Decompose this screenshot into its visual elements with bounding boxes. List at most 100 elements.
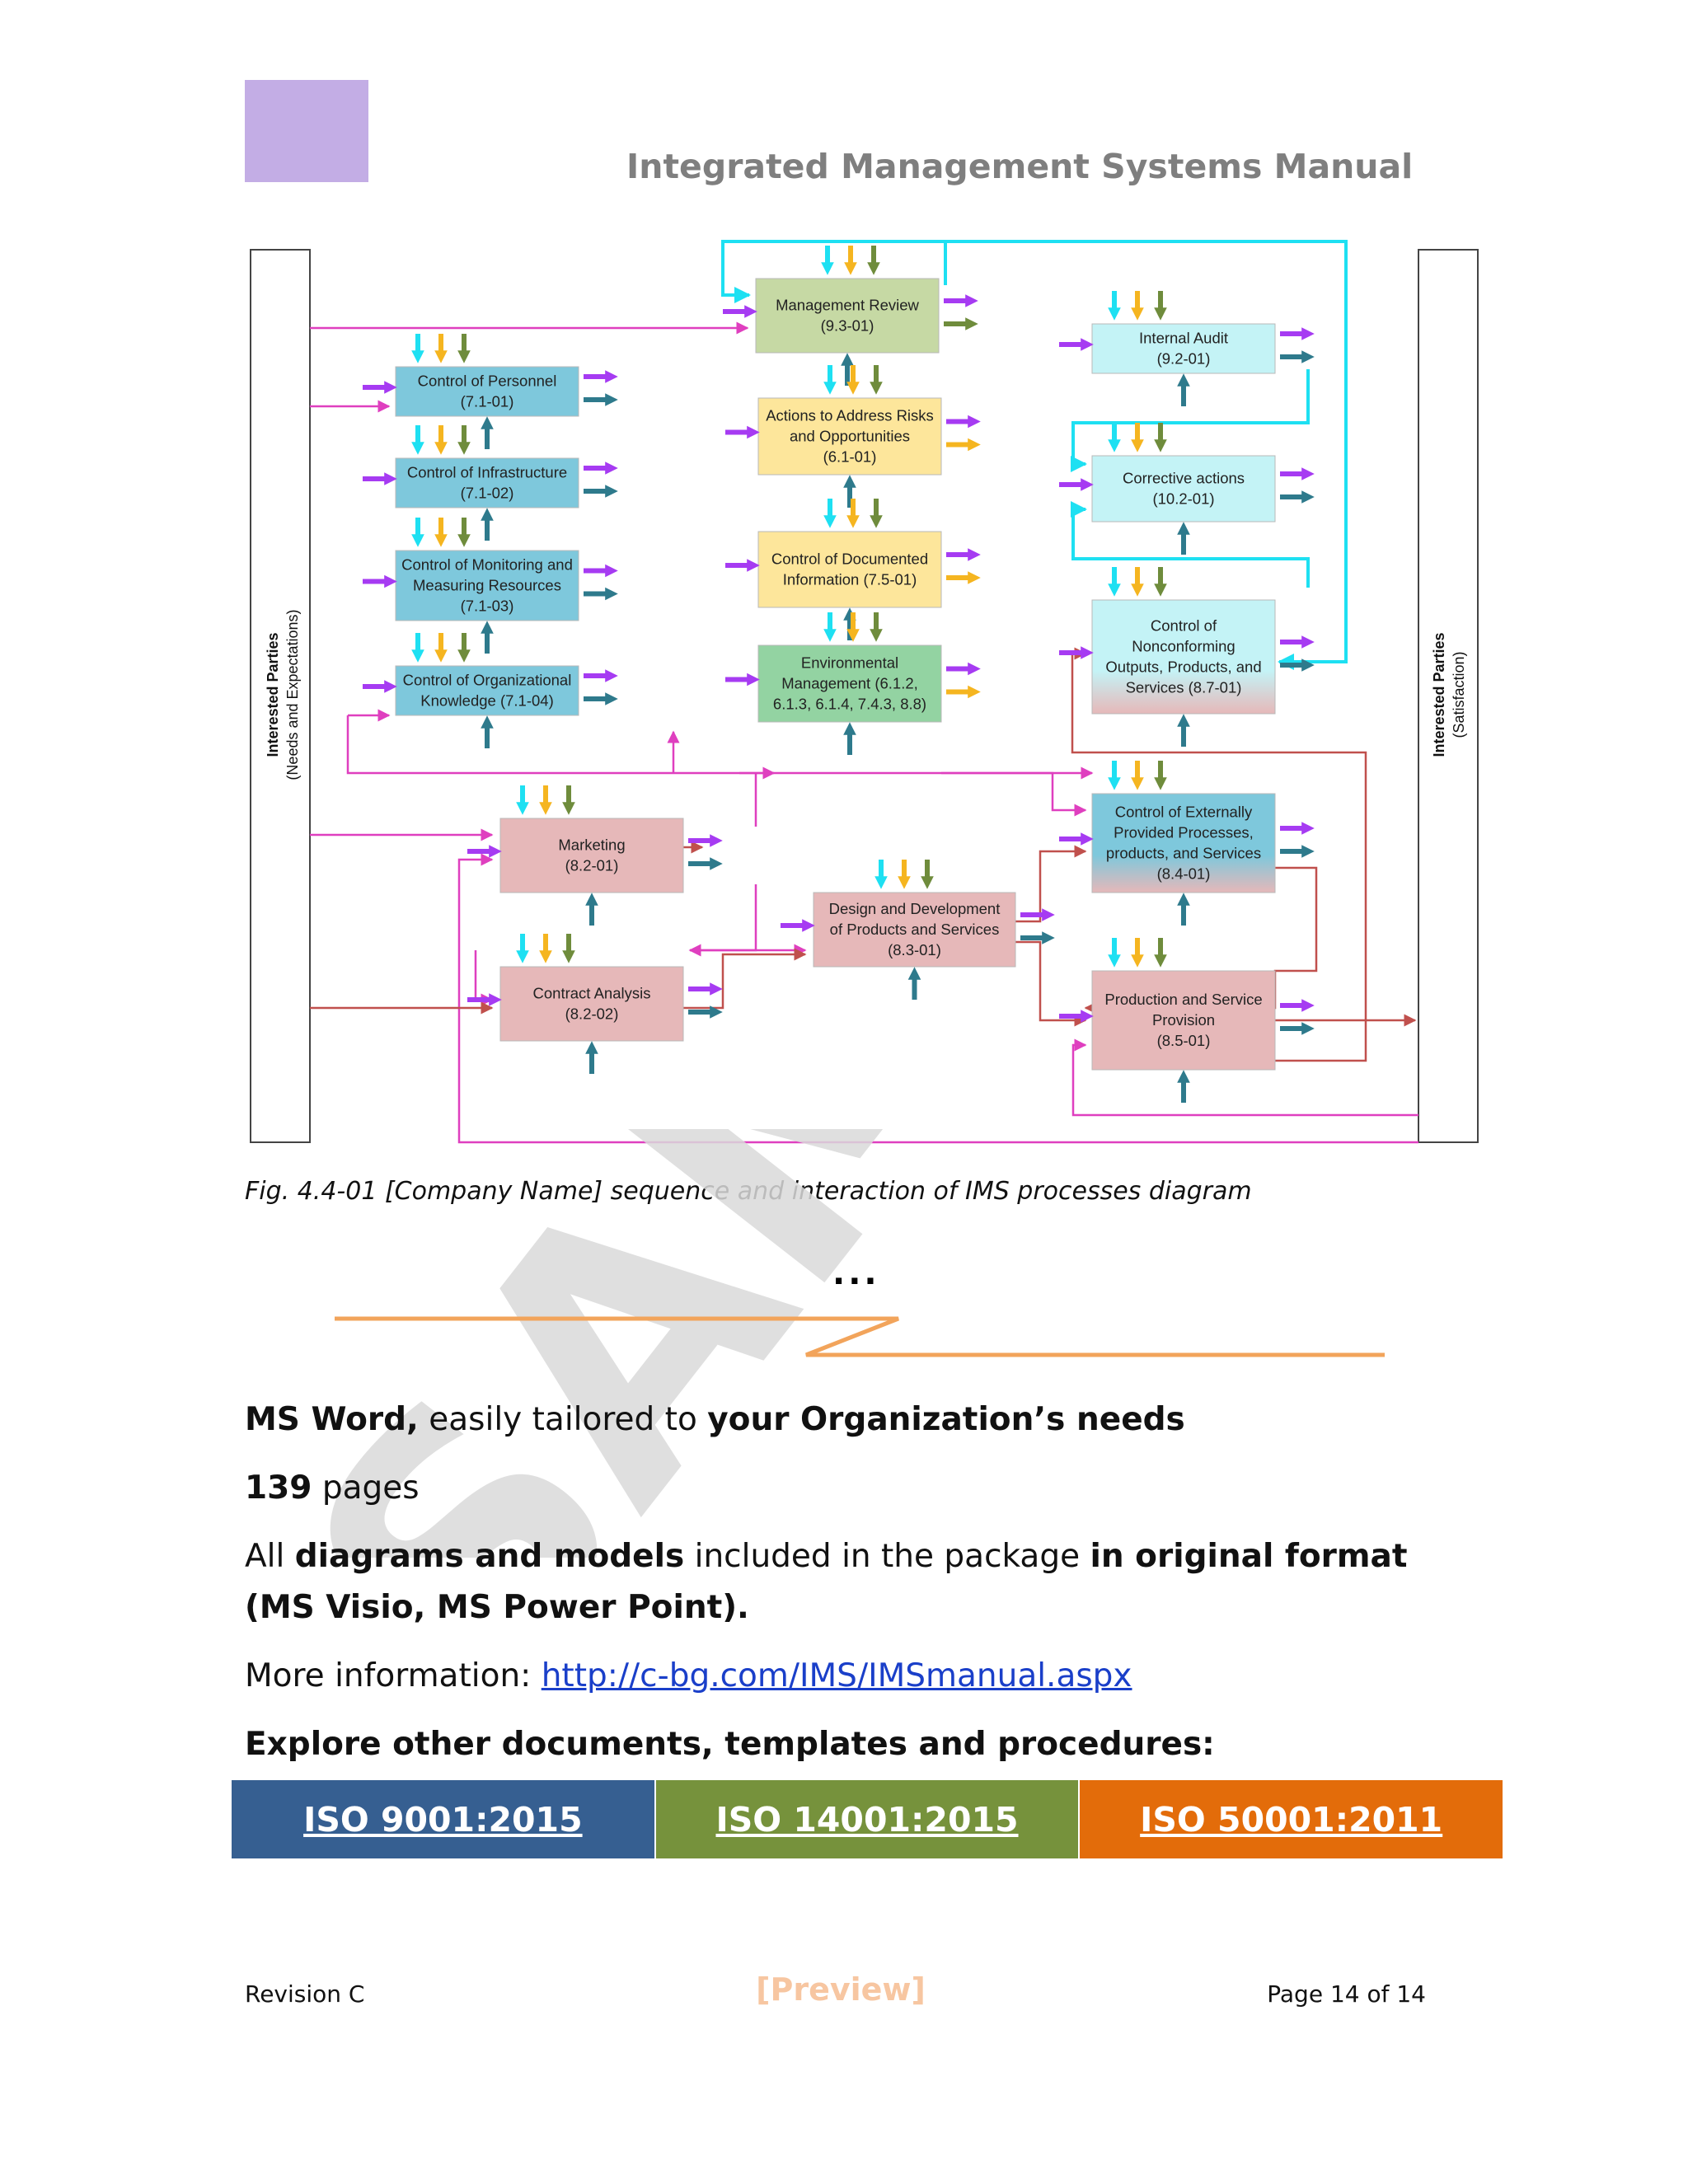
connector-line-red — [683, 948, 807, 1010]
process-box-personnel: Control of Personnel (7.1-01) — [395, 366, 579, 417]
process-box-label: Outputs, Products, and — [1105, 658, 1261, 676]
page-header-title: Integrated Management Systems Manual — [626, 147, 1414, 186]
msword-line: MS Word, easily tailored to your Organiz… — [245, 1401, 1185, 1438]
connector-line-cyan — [944, 240, 1348, 670]
process-box-audit: Internal Audit (9.2-01) — [1091, 323, 1276, 374]
pages-count: 139 — [245, 1469, 312, 1507]
process-box-label: Control of Externally — [1115, 804, 1253, 821]
logo-box — [245, 80, 368, 182]
process-box-label: Internal Audit — [1139, 330, 1228, 347]
figure-caption: Fig. 4.4-01 [Company Name] sequence and … — [245, 1177, 1252, 1206]
process-box-label: Provision — [1152, 1011, 1215, 1029]
orange-divider-line — [335, 1316, 1385, 1357]
process-box-label: Control of Infrastructure — [407, 464, 567, 481]
right-side-title: Interested Parties — [1431, 632, 1447, 757]
footer-preview: [Preview] — [756, 1971, 926, 2008]
diagrams-bold-2: in original format — [1090, 1538, 1408, 1575]
process-box-infrastructure: Control of Infrastructure (7.1-02) — [395, 457, 579, 509]
process-box-label: of Products and Services — [830, 921, 1000, 938]
connector-line-mag — [457, 853, 1418, 1144]
footer-page-number: Page 14 of 14 — [1267, 1980, 1426, 2008]
process-box-label: and Opportunities — [790, 428, 910, 445]
process-box-label: Corrective actions — [1123, 470, 1245, 487]
pages-line: 139 pages — [245, 1469, 420, 1507]
ellipsis: ... — [832, 1254, 880, 1292]
process-box-label: Control of Organizational — [403, 672, 572, 689]
process-box-label: Control of Documented — [771, 551, 928, 568]
process-box-label: (8.5-01) — [1157, 1032, 1211, 1049]
more-info-link[interactable]: http://c-bg.com/IMS/IMSmanual.aspx — [541, 1657, 1132, 1694]
diagrams-line: All diagrams and models included in the … — [245, 1538, 1407, 1575]
process-box-label: Control of — [1151, 617, 1217, 635]
diagrams-text-1: All — [245, 1538, 295, 1575]
process-box-label: Provided Processes, — [1114, 824, 1254, 841]
explore-heading: Explore other documents, templates and p… — [245, 1726, 1215, 1763]
process-box-contract: Contract Analysis (8.2-02) — [499, 966, 684, 1042]
diagrams-bold-1: diagrams and models — [294, 1538, 685, 1575]
process-box-label: Environmental — [801, 654, 898, 672]
process-box-label: Management (6.1.2, — [781, 675, 918, 692]
connector-line-cyan — [721, 240, 945, 303]
process-box-label: 6.1.3, 6.1.4, 7.4.3, 8.8) — [773, 696, 926, 713]
diagrams-text-2: included in the package — [684, 1538, 1090, 1575]
footer-revision: Revision C — [245, 1980, 365, 2008]
process-box-label: products, and Services — [1106, 845, 1261, 862]
msword-bold: MS Word, — [245, 1401, 419, 1438]
connector-line-red — [1015, 845, 1087, 923]
process-box-label: (8.4-01) — [1157, 865, 1211, 883]
left-interested-parties-bar — [250, 249, 311, 1143]
process-box-label: Marketing — [558, 837, 625, 854]
iso-14001-link[interactable]: ISO 14001:2015 — [654, 1780, 1079, 1858]
diagrams-format-line: (MS Visio, MS Power Point). — [245, 1589, 749, 1626]
connector-line-mag — [1071, 1038, 1418, 1117]
process-box-design: Design and Development of Products and Se… — [813, 892, 1016, 968]
iso-links-bar: ISO 9001:2015 ISO 14001:2015 ISO 50001:2… — [232, 1780, 1503, 1858]
process-box-label: (10.2-01) — [1152, 490, 1214, 508]
iso-50001-link[interactable]: ISO 50001:2011 — [1078, 1780, 1503, 1858]
process-box-label: (8.2-01) — [565, 857, 619, 874]
process-box-label: (7.1-02) — [461, 485, 514, 502]
process-box-label: Control of Personnel — [418, 373, 557, 390]
process-box-label: Measuring Resources — [413, 577, 561, 594]
connector-line-mag — [346, 715, 1094, 780]
process-box-label: Services (8.7-01) — [1126, 679, 1242, 696]
more-info-label: More information: — [245, 1657, 542, 1694]
connector-line-cyan — [1071, 501, 1310, 588]
process-box-label: Contract Analysis — [533, 985, 651, 1002]
process-box-label: Nonconforming — [1132, 638, 1235, 655]
iso-9001-link[interactable]: ISO 9001:2015 — [232, 1780, 654, 1858]
process-box-label: Control of Monitoring and — [401, 556, 573, 574]
right-interested-parties-bar — [1418, 249, 1479, 1143]
process-box-label: Knowledge (7.1-04) — [420, 692, 553, 710]
ims-process-diagram: Control of Personnel (7.1-01) Control of I… — [250, 240, 1479, 1144]
process-box-corrective: Corrective actions (10.2-01) — [1091, 455, 1276, 523]
process-box-marketing: Marketing (8.2-01) — [499, 818, 684, 893]
process-box-label: Design and Development — [829, 900, 1001, 917]
msword-text: easily tailored to — [418, 1401, 708, 1438]
process-box-label: (7.1-01) — [461, 393, 514, 410]
pages-text: pages — [312, 1469, 420, 1507]
connector-line-red — [1015, 940, 1087, 1027]
process-box-label: (9.3-01) — [821, 317, 874, 335]
right-side-subtitle: (Satisfaction) — [1451, 651, 1467, 738]
sample-watermark: SAMPLE — [280, 1129, 1022, 1558]
left-side-title: Interested Parties — [265, 632, 281, 757]
process-box-label: (8.2-02) — [565, 1005, 619, 1023]
process-box-label: Information (7.5-01) — [783, 571, 917, 588]
process-box-label: (9.2-01) — [1157, 350, 1211, 368]
connector-line-cyan — [1071, 369, 1310, 472]
process-box-review: Management Review (9.3-01) — [755, 278, 940, 354]
process-box-label: Production and Service — [1104, 991, 1262, 1008]
process-box-label: Actions to Address Risks — [766, 407, 934, 424]
more-info-line: More information: http://c-bg.com/IMS/IM… — [245, 1657, 1132, 1694]
process-box-label: (8.3-01) — [888, 941, 941, 958]
process-box-label: (7.1-03) — [461, 598, 514, 615]
process-box-risks: Actions to Address Risks and Opportunitie… — [757, 397, 942, 476]
msword-needs: your Organization’s needs — [707, 1401, 1185, 1438]
process-box-label: Management Review — [776, 297, 919, 314]
